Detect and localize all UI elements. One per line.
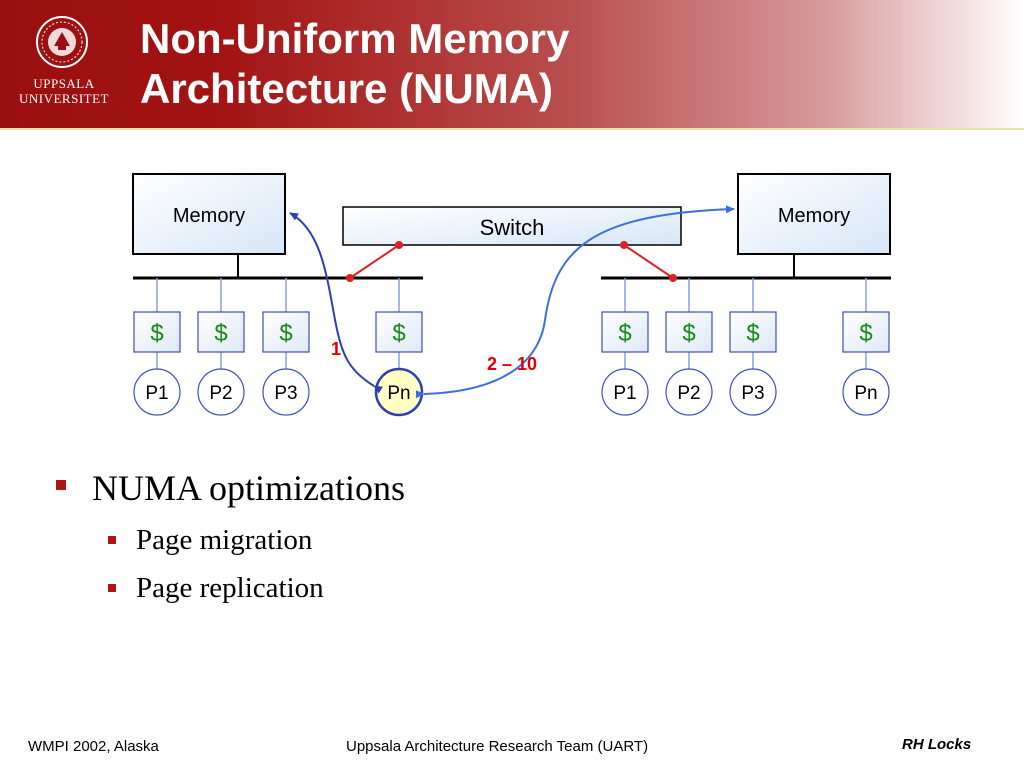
cache-symbol: $ bbox=[392, 320, 405, 347]
processor-label: Pn bbox=[387, 383, 410, 404]
logo-line-2: UNIVERSITET bbox=[19, 91, 109, 106]
right-node-processors: $ P1 $ P2 $ P3 $ Pn bbox=[601, 278, 890, 416]
bullet-item-sub: Page migration bbox=[108, 522, 808, 558]
right-memory-label: Memory bbox=[778, 205, 850, 227]
processor-label: P1 bbox=[145, 383, 168, 404]
slide-title-line-1: Non-Uniform Memory bbox=[140, 15, 570, 62]
right-switch-link bbox=[620, 241, 677, 282]
switch-label: Switch bbox=[480, 215, 545, 240]
processor-label: P1 bbox=[613, 383, 636, 404]
processor-label: P2 bbox=[209, 383, 232, 404]
bullet-item-main: NUMA optimizations bbox=[56, 466, 856, 510]
bullet-text: Page migration bbox=[136, 524, 313, 556]
logo-wordmark: UPPSALA UNIVERSITET bbox=[12, 76, 116, 106]
footer-right: RH Locks bbox=[902, 736, 972, 753]
cache-symbol: $ bbox=[150, 320, 163, 347]
cache-symbol: $ bbox=[618, 320, 631, 347]
bullet-square-icon bbox=[56, 480, 66, 490]
cache-symbol: $ bbox=[746, 320, 759, 347]
processor-label: P3 bbox=[741, 383, 764, 404]
processor-label: P2 bbox=[677, 383, 700, 404]
cache-box bbox=[729, 311, 777, 353]
cache-symbol: $ bbox=[682, 320, 695, 347]
cache-symbol: $ bbox=[214, 320, 227, 347]
university-seal-icon bbox=[36, 16, 88, 68]
remote-latency-label: 2 – 10 bbox=[487, 354, 537, 374]
title-divider bbox=[0, 128, 1024, 130]
left-switch-link bbox=[346, 241, 403, 282]
bullet-text: Page replication bbox=[136, 572, 324, 604]
left-memory-label: Memory bbox=[173, 205, 245, 227]
logo-line-1: UPPSALA bbox=[33, 76, 95, 91]
cache-box bbox=[133, 311, 181, 353]
left-node-processors: $ P1 $ P2 $ P3 $ Pn bbox=[133, 278, 424, 417]
local-access-arrow bbox=[289, 212, 383, 394]
bullet-item-sub: Page replication bbox=[108, 570, 808, 606]
numa-diagram: Memory Memory Switch $ P1 $ bbox=[132, 173, 891, 417]
processor-circle bbox=[197, 368, 245, 416]
processor-label: Pn bbox=[854, 383, 877, 404]
slide-title-line-2: Architecture (NUMA) bbox=[140, 65, 554, 112]
cache-symbol: $ bbox=[279, 320, 292, 347]
switch-box: Switch bbox=[342, 206, 682, 246]
footer-center: Uppsala Architecture Research Team (UART… bbox=[346, 738, 649, 755]
bullet-square-icon bbox=[108, 536, 116, 544]
left-memory-box: Memory bbox=[132, 173, 286, 255]
cache-symbol: $ bbox=[859, 320, 872, 347]
cache-box bbox=[842, 311, 890, 353]
title-bar bbox=[0, 0, 1024, 128]
right-memory-box: Memory bbox=[737, 173, 891, 255]
remote-access-arrow bbox=[415, 205, 735, 399]
cache-box bbox=[197, 311, 245, 353]
processor-circle bbox=[842, 368, 890, 416]
slide-title: Non-Uniform Memory Architecture (NUMA) bbox=[140, 14, 840, 114]
uppsala-logo: UPPSALA UNIVERSITET bbox=[12, 14, 112, 114]
processor-circle bbox=[133, 368, 181, 416]
processor-label: P3 bbox=[274, 383, 297, 404]
bullet-text: NUMA optimizations bbox=[92, 468, 405, 508]
bullet-square-icon bbox=[108, 584, 116, 592]
local-latency-label: 1 bbox=[331, 339, 341, 359]
footer-left: WMPI 2002, Alaska bbox=[28, 738, 159, 755]
